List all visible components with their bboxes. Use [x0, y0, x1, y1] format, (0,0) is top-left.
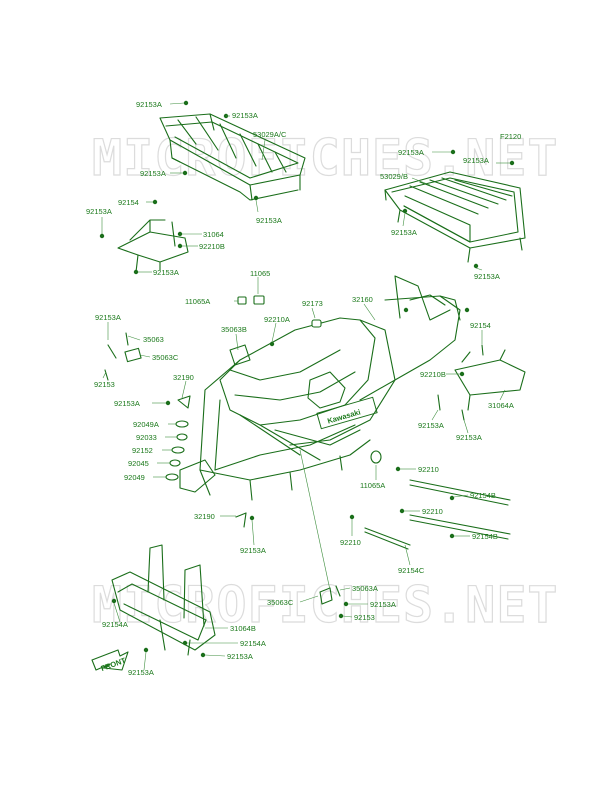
figure-code: F2120: [500, 132, 521, 141]
label-92154-1: 92154: [118, 198, 139, 207]
bolt-heads: [99, 100, 515, 658]
label-92049: 92049: [124, 473, 145, 482]
watermark-bottom: MICROFICHES.NET: [92, 576, 559, 634]
label-11065a-2: 11065A: [360, 481, 385, 490]
label-92210b-1: 92210B: [199, 242, 225, 251]
small-parts: [104, 295, 484, 605]
label-92210-1: 92210: [418, 465, 439, 474]
front-bumper-31064B: [111, 544, 216, 656]
label-92153a-8: 92153A: [474, 272, 500, 281]
label-92153a-17: 92153A: [227, 652, 253, 661]
label-92154b-2: 92154B: [472, 532, 498, 541]
label-92154c: 92154C: [398, 566, 425, 575]
label-53029a-c: 53029A/C: [253, 130, 287, 139]
label-92153a-15: 92153A: [240, 546, 266, 555]
label-92154a-1: 92154A: [102, 620, 128, 629]
label-92154-2: 92154: [470, 321, 491, 330]
label-92153a-3: 92153A: [140, 169, 166, 178]
label-92210a: 92210A: [264, 315, 290, 324]
label-11065a-1: 11065A: [185, 297, 210, 306]
label-31064b: 31064B: [230, 624, 256, 633]
label-92153a-18: 92153A: [128, 668, 154, 677]
label-92049a: 92049A: [133, 420, 159, 429]
part-labels: 92153A 92153A 53029A/C 92153A 92153A 921…: [86, 100, 514, 677]
label-92045: 92045: [128, 459, 149, 468]
label-92153a-16: 92153A: [370, 600, 396, 609]
bracket-31064: [117, 219, 189, 273]
label-92033: 92033: [136, 433, 157, 442]
label-31064a: 31064A: [488, 401, 514, 410]
brand-badge-text: Kawasaki: [326, 407, 361, 425]
label-92153a-7: 92153A: [391, 228, 417, 237]
label-35063a: 35063A: [352, 584, 378, 593]
label-11065: 11065: [250, 269, 270, 278]
label-32190-1: 32190: [173, 373, 194, 382]
label-92153a-6: 92153A: [463, 156, 489, 165]
label-92153-1: 92153: [94, 380, 115, 389]
label-92153a-13: 92153A: [418, 421, 444, 430]
label-92153-2: 92153: [354, 613, 375, 622]
main-frame: [179, 275, 461, 501]
label-92210b-2: 92210B: [420, 370, 446, 379]
label-92153a-10: 92153A: [153, 268, 179, 277]
label-92154a-2: 92154A: [240, 639, 266, 648]
label-53029-b: 53029/B: [380, 172, 408, 181]
label-92153a-11: 92153A: [95, 313, 121, 322]
front-carrier-rack: [159, 113, 306, 201]
label-92153a-2: 92153A: [232, 111, 258, 120]
front-arrow: FRONT: [91, 649, 129, 673]
label-92153a-14: 92153A: [456, 433, 482, 442]
label-92153a-9: 92153A: [86, 207, 112, 216]
bracket-31064A: [454, 349, 526, 411]
label-32190-2: 32190: [194, 512, 215, 521]
label-92153a-12: 92153A: [114, 399, 140, 408]
label-92210-2: 92210: [422, 507, 443, 516]
label-92153a-1: 92153A: [136, 100, 162, 109]
label-92210-3: 92210: [340, 538, 361, 547]
label-92152: 92152: [132, 446, 153, 455]
front-arrow-label: FRONT: [100, 656, 128, 673]
label-92173: 92173: [302, 299, 323, 308]
label-92153a-4: 92153A: [256, 216, 282, 225]
leader-lines: [101, 102, 510, 671]
label-92153a-5: 92153A: [398, 148, 424, 157]
label-92154b-1: 92154B: [470, 491, 496, 500]
long-bolts: [364, 479, 511, 550]
label-35063b: 35063B: [221, 325, 247, 334]
label-35063c-2: 35063C: [267, 598, 294, 607]
label-31064: 31064: [203, 230, 224, 239]
label-35063c-1: 35063C: [152, 353, 179, 362]
label-35063: 35063: [143, 335, 164, 344]
rear-carrier-rack: [384, 171, 526, 263]
label-32160: 32160: [352, 295, 373, 304]
